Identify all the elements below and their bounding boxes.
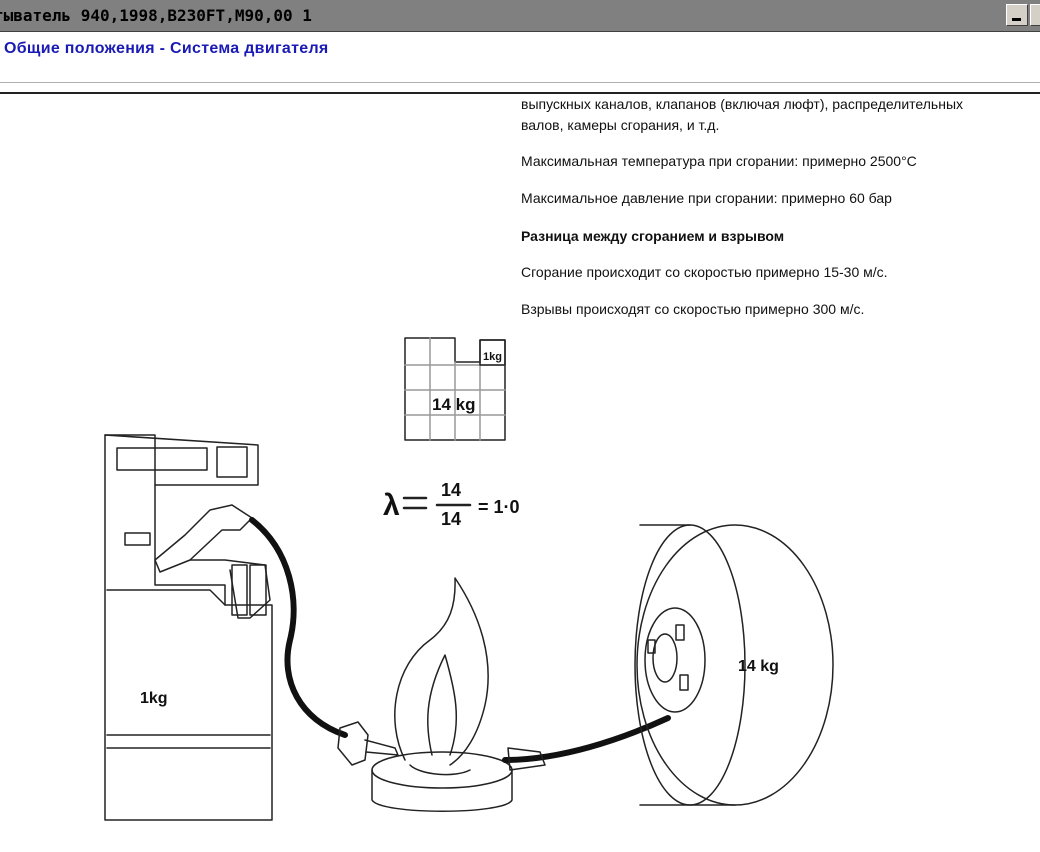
formula-denominator: 14: [441, 509, 461, 529]
tyre-label: 14 kg: [738, 658, 779, 675]
page-title: Общие положения - Система двигателя: [4, 40, 329, 57]
text-max-temperature: Максимальная температура при сгорании: п…: [521, 153, 917, 169]
air-block-icon: [404, 337, 506, 441]
block-small-label: 1kg: [483, 351, 502, 363]
pump-label: 1kg: [140, 690, 168, 707]
minimize-button[interactable]: [1006, 4, 1028, 26]
section-subheading: Разница между сгоранием и взрывом: [521, 228, 785, 244]
lambda-symbol: λ: [383, 489, 400, 522]
formula-result: = 1·0: [478, 497, 520, 517]
fuel-nozzle-icon: [337, 721, 399, 766]
text-explosion-speed: Взрывы происходят со скоростью примерно …: [521, 301, 865, 317]
article-content: выпускных каналов, клапанов (включая люф…: [0, 94, 1040, 852]
maximize-button[interactable]: [1030, 4, 1040, 26]
fuel-pump-icon: [104, 434, 273, 821]
text-max-pressure: Максимальное давление при сгорании: прим…: [521, 190, 892, 206]
formula-numerator: 14: [441, 480, 461, 500]
window-title: тыватель 940,1998,B230FT,M90,00 1: [0, 6, 312, 25]
block-big-label: 14 kg: [432, 395, 475, 414]
page-header: Общие положения - Система двигателя: [0, 32, 1040, 94]
text-line: валов, камеры сгорания, и т.д.: [521, 117, 720, 133]
flame-icon: [371, 577, 513, 812]
tyre-icon: [634, 524, 834, 806]
text-combustion-speed: Сгорание происходит со скоростью примерн…: [521, 264, 888, 280]
header-divider: [0, 82, 1040, 83]
text-line: выпускных каналов, клапанов (включая люф…: [521, 96, 964, 112]
header-rule: [0, 92, 1040, 94]
window-titlebar: тыватель 940,1998,B230FT,M90,00 1: [0, 0, 1040, 32]
